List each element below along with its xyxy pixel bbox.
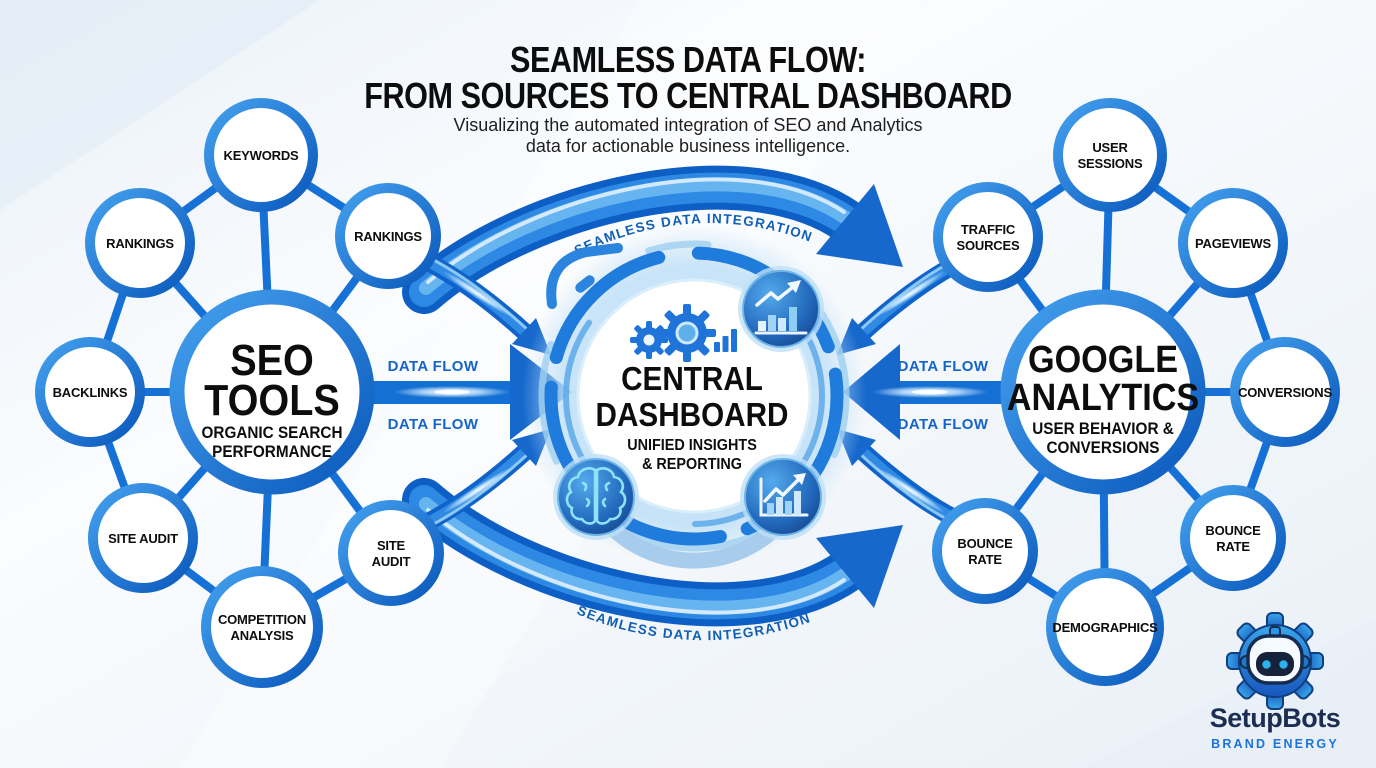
right-hub-subtitle-line2: CONVERSIONS bbox=[1047, 438, 1160, 457]
satellite-demographics: DEMOGRAPHICS bbox=[1046, 568, 1164, 686]
data-flow-arrow-right bbox=[843, 344, 1020, 440]
satellite-traffic-sources: TRAFFIC SOURCES bbox=[933, 182, 1043, 292]
camera-bracket bbox=[546, 243, 623, 309]
brand-name: SetupBots bbox=[1210, 703, 1341, 733]
node-label: RATE bbox=[968, 552, 1002, 567]
brand-tagline: BRAND ENERGY bbox=[1211, 737, 1339, 751]
background-tint-top-left bbox=[0, 0, 320, 210]
page-subtitle-line2: data for actionable business intelligenc… bbox=[526, 136, 850, 156]
diagonal-arrow-bottom-left bbox=[419, 429, 551, 531]
node-label: PAGEVIEWS bbox=[1195, 236, 1272, 251]
node-circle bbox=[338, 500, 444, 606]
node-label: CONVERSIONS bbox=[1238, 385, 1332, 400]
analytics-bars-trend-icon bbox=[740, 454, 826, 540]
growth-chart-arrow-icon bbox=[738, 266, 824, 352]
mini-bar-chart-icon bbox=[714, 329, 737, 352]
page-subtitle-line1: Visualizing the automated integration of… bbox=[454, 115, 923, 135]
node-circle bbox=[204, 98, 318, 212]
node-label: COMPETITION bbox=[218, 612, 306, 627]
satellite-site-audit-2: SITE AUDIT bbox=[338, 500, 444, 606]
satellite-competition-analysis: COMPETITION ANALYSIS bbox=[201, 566, 323, 688]
page-title-line1: SEAMLESS DATA FLOW: bbox=[510, 41, 866, 81]
page-title-line2: FROM SOURCES TO CENTRAL DASHBOARD bbox=[364, 77, 1012, 117]
node-circle bbox=[1180, 485, 1286, 591]
gears-and-bar-chart-icon bbox=[630, 304, 737, 362]
node-circle bbox=[932, 498, 1038, 604]
node-label: SITE AUDIT bbox=[108, 531, 178, 546]
node-label: TRAFFIC bbox=[961, 222, 1016, 237]
data-flow-label: DATA FLOW bbox=[388, 358, 479, 375]
data-flow-label: DATA FLOW bbox=[898, 358, 989, 375]
node-label: AUDIT bbox=[372, 554, 411, 569]
node-label: BACKLINKS bbox=[53, 385, 128, 400]
robot-gear-icon bbox=[1226, 612, 1324, 710]
node-label: ANALYSIS bbox=[231, 628, 294, 643]
node-label: SOURCES bbox=[957, 238, 1020, 253]
node-circle bbox=[85, 188, 195, 298]
satellite-site-audit-1: SITE AUDIT bbox=[88, 483, 198, 593]
node-circle bbox=[335, 183, 441, 289]
center-subtitle-line1: UNIFIED INSIGHTS bbox=[627, 436, 757, 454]
arrow-head-icon bbox=[816, 525, 903, 608]
node-label: BOUNCE bbox=[957, 536, 1013, 551]
left-hub-subtitle-line2: PERFORMANCE bbox=[212, 442, 332, 461]
title-block: SEAMLESS DATA FLOW: FROM SOURCES TO CENT… bbox=[364, 41, 1012, 156]
node-label: BOUNCE bbox=[1205, 523, 1261, 538]
google-analytics-hub: GOOGLE ANALYTICS USER BEHAVIOR & CONVERS… bbox=[1000, 289, 1206, 495]
brain-ai-icon bbox=[553, 454, 639, 540]
central-dashboard-emblem: CENTRAL DASHBOARD UNIFIED INSIGHTS & REP… bbox=[522, 224, 866, 569]
node-circle bbox=[1046, 568, 1164, 686]
central-dashboard-text: CENTRAL DASHBOARD UNIFIED INSIGHTS & REP… bbox=[596, 361, 789, 474]
satellite-pageviews: PAGEVIEWS bbox=[1178, 188, 1288, 298]
integration-arc-top bbox=[402, 165, 903, 314]
camera-notch bbox=[575, 275, 595, 293]
right-hub-title-line1: GOOGLE bbox=[1028, 337, 1178, 380]
left-hub-subtitle-line1: ORGANIC SEARCH bbox=[202, 423, 343, 442]
node-label: RANKINGS bbox=[354, 229, 422, 244]
emblem-outer-ring bbox=[538, 240, 850, 552]
seo-tools-hub: SEO TOOLS ORGANIC SEARCH PERFORMANCE bbox=[169, 289, 375, 495]
node-label: USER bbox=[1092, 140, 1128, 155]
node-circle bbox=[35, 337, 145, 447]
node-circle bbox=[1230, 337, 1340, 447]
satellite-bounce-rate-2: BOUNCE RATE bbox=[1180, 485, 1286, 591]
left-hub-title-line2: TOOLS bbox=[204, 375, 340, 424]
node-circle bbox=[201, 566, 323, 688]
satellite-bounce-rate-1: BOUNCE RATE bbox=[932, 498, 1038, 604]
node-circle bbox=[88, 483, 198, 593]
arrow-head-left-icon bbox=[843, 344, 900, 440]
node-label: SITE bbox=[377, 538, 406, 553]
satellite-conversions: CONVERSIONS bbox=[1230, 337, 1340, 447]
data-flow-label: DATA FLOW bbox=[388, 416, 479, 433]
center-subtitle-line2: & REPORTING bbox=[642, 455, 742, 473]
satellite-keywords: KEYWORDS bbox=[204, 98, 318, 212]
node-label: RANKINGS bbox=[106, 236, 174, 251]
node-label: KEYWORDS bbox=[224, 148, 299, 163]
left-hub-title-line1: SEO bbox=[230, 335, 314, 384]
satellite-user-sessions: USER SESSIONS bbox=[1053, 98, 1167, 212]
right-hub-title-line2: ANALYTICS bbox=[1007, 375, 1199, 418]
emblem-inner-ring bbox=[563, 265, 825, 527]
arrow-head-icon bbox=[816, 184, 903, 267]
satellite-rankings-1: RANKINGS bbox=[85, 188, 195, 298]
emblem-ring bbox=[544, 246, 844, 546]
hub-circle bbox=[169, 289, 375, 495]
integration-arc-bottom bbox=[402, 478, 903, 627]
satellite-rankings-2: RANKINGS bbox=[335, 183, 441, 289]
node-label: DEMOGRAPHICS bbox=[1052, 620, 1158, 635]
right-hub-subtitle-line1: USER BEHAVIOR & bbox=[1032, 419, 1174, 438]
node-circle bbox=[933, 182, 1043, 292]
node-circle bbox=[1053, 98, 1167, 212]
center-title-line2: DASHBOARD bbox=[596, 397, 789, 434]
node-circle bbox=[1178, 188, 1288, 298]
brand-logo: SetupBots BRAND ENERGY bbox=[1210, 612, 1341, 751]
node-label: RATE bbox=[1216, 539, 1250, 554]
center-title-line1: CENTRAL bbox=[621, 361, 763, 398]
hub-circle bbox=[1000, 289, 1206, 495]
node-label: SESSIONS bbox=[1078, 156, 1143, 171]
data-flow-label: DATA FLOW bbox=[898, 416, 989, 433]
satellite-backlinks: BACKLINKS bbox=[35, 337, 145, 447]
